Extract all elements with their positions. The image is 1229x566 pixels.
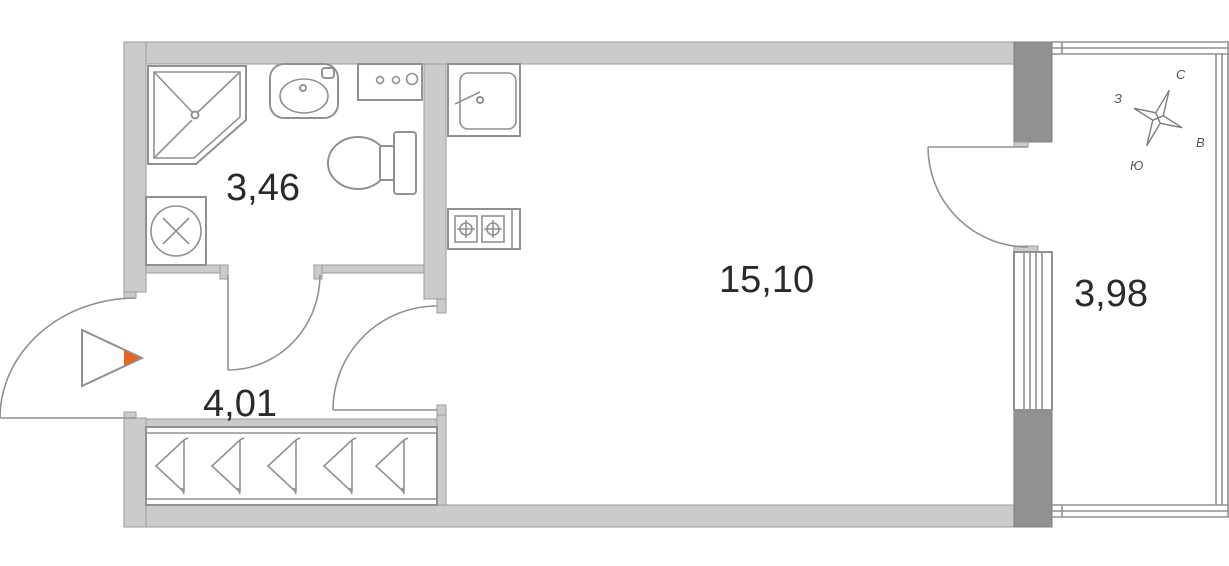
shower-icon xyxy=(147,65,247,165)
bathroom-area-label: 3,46 xyxy=(226,167,300,209)
living-room-door xyxy=(332,298,447,416)
washing-machine-icon xyxy=(145,196,207,266)
kitchen-sink-icon xyxy=(447,63,521,137)
balcony-door xyxy=(927,146,1029,248)
interior-walls xyxy=(145,63,447,506)
toilet-icon xyxy=(327,131,417,195)
hanger-icon xyxy=(374,437,409,495)
living-area-label: 15,10 xyxy=(719,259,814,301)
balcony-window xyxy=(1013,251,1053,411)
balcony-frame xyxy=(1052,41,1229,518)
hanger-icon xyxy=(322,437,357,495)
balcony-area-label: 3,98 xyxy=(1074,273,1148,315)
wardrobe xyxy=(145,426,438,506)
entrance-door xyxy=(0,291,137,419)
compass-east-label: В xyxy=(1196,135,1205,150)
cooktop-icon xyxy=(447,208,521,250)
compass-north-label: С xyxy=(1176,67,1186,82)
compass-rose xyxy=(1133,89,1183,147)
bathroom-door xyxy=(219,264,323,371)
entrance-marker xyxy=(81,328,145,388)
compass-west-label: З xyxy=(1114,91,1122,106)
hanger-icon xyxy=(210,437,245,495)
hall-area-label: 4,01 xyxy=(203,383,277,425)
hanger-icon xyxy=(266,437,301,495)
hanger-icon xyxy=(154,437,189,495)
balcony-wall-piers xyxy=(1013,41,1053,528)
washbasin-icon xyxy=(269,63,339,119)
compass-south-label: Ю xyxy=(1130,158,1143,173)
bathroom-counter xyxy=(357,63,423,101)
